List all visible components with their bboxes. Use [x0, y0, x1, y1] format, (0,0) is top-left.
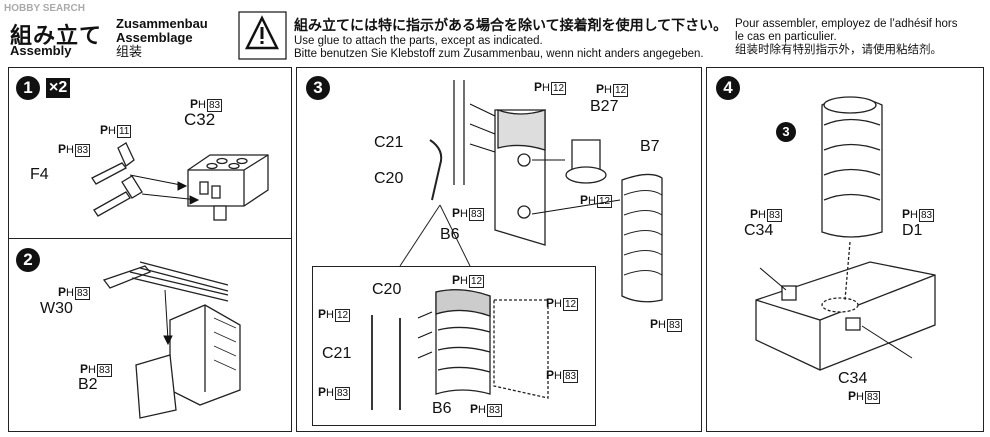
step2-number: 2	[16, 248, 40, 272]
title-fr: Assemblage	[116, 30, 193, 45]
title-de: Zusammenbau	[116, 16, 208, 31]
title-ja: 組み立て	[10, 23, 103, 48]
label-b7: B7	[640, 138, 660, 155]
step4-ref-step3: 3	[776, 122, 796, 142]
tower-shape	[821, 96, 883, 238]
step3-number: 3	[306, 76, 330, 100]
note-zh: 组装时除有特别指示外，请使用粘结剂。	[735, 44, 942, 56]
note-fr-1: Pour assembler, employez de l’adhésif ho…	[735, 18, 958, 30]
inset-label-c21: C21	[322, 345, 352, 362]
label-b6: B6	[440, 226, 460, 243]
step4-number: 4	[716, 76, 740, 100]
label-f4: F4	[30, 166, 49, 183]
b7-shield-shape	[621, 173, 663, 303]
label-b2: B2	[78, 376, 98, 393]
note-fr-2: le cas en particulier.	[735, 31, 837, 43]
inset-label-b6: B6	[432, 400, 452, 417]
step1-multiplier: ×2	[46, 78, 71, 98]
label-c21: C21	[374, 134, 404, 151]
label-c34-bottom: C34	[838, 370, 868, 387]
inset-label-c20: C20	[372, 281, 402, 298]
step1-number: 1	[16, 76, 40, 100]
note-ja: 組み立てには特に指示がある場合を除いて接着剤を使用して下さい。	[294, 17, 728, 33]
label-c34-top: C34	[744, 222, 774, 239]
note-de: Bitte benutzen Sie Klebstoff zum Zusamme…	[294, 48, 704, 60]
title-en: Assembly	[10, 43, 72, 58]
title-zh: 组装	[116, 44, 143, 59]
label-w30: W30	[40, 300, 73, 317]
note-en: Use glue to attach the parts, except as …	[294, 35, 543, 47]
watermark-logo: HOBBY SEARCH	[4, 3, 85, 14]
label-b27: B27	[590, 98, 619, 115]
label-c32: C32	[184, 110, 216, 129]
label-d1: D1	[902, 222, 923, 239]
d1-base-shape	[755, 261, 936, 371]
label-c20: C20	[374, 170, 404, 187]
